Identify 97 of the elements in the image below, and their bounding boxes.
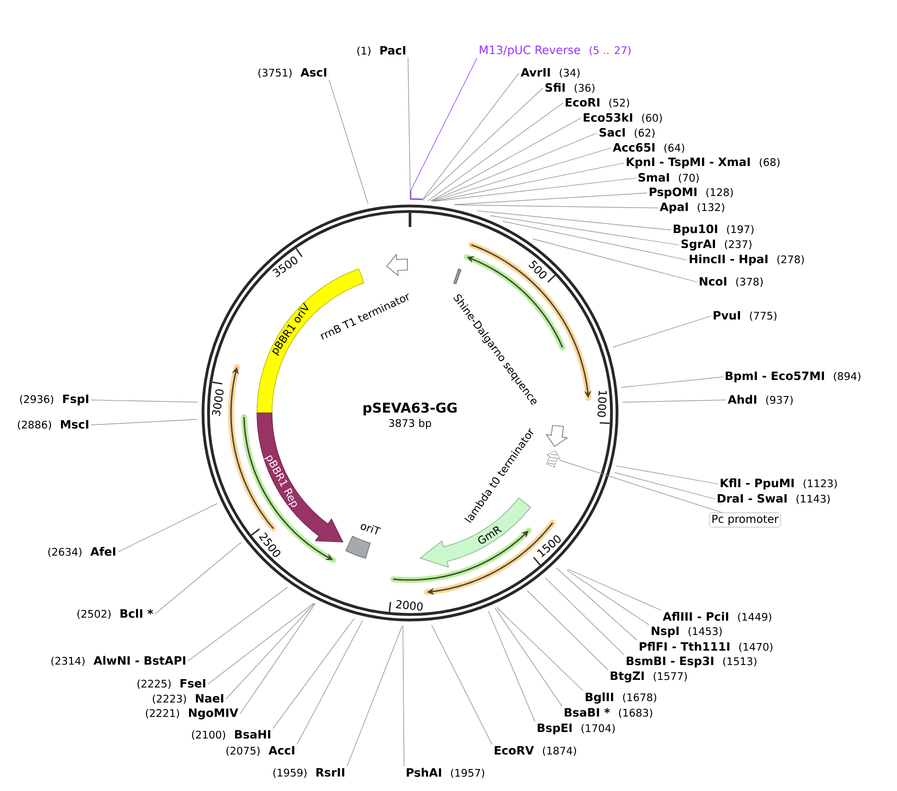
leader-line [490, 215, 680, 246]
site-label: (2314) AlwNI - BstAPI [51, 656, 186, 666]
site-label: BpmI - Eco57MI (894) [726, 372, 860, 382]
site-label: (2221) NgoMIV [146, 708, 238, 720]
site-label: M13/pUC Reverse (5 .. 27) [480, 46, 631, 56]
leader-line [434, 178, 636, 202]
site-label: BtgZI (1577) [610, 672, 687, 682]
leader-line [90, 400, 198, 402]
leader-line [154, 542, 242, 614]
leader-line [476, 210, 672, 230]
site-label: PvuI (775) [714, 311, 776, 321]
site-label: AhdI (937) [728, 394, 793, 406]
site-label: (2075) AccI [226, 746, 294, 756]
leader-line [431, 132, 598, 202]
leader-line [532, 238, 698, 282]
site-label: (2886) MscI [18, 420, 88, 430]
site-label: BspEI (1704) [538, 724, 615, 734]
site-label: HincII - HpaI (278) [690, 254, 804, 266]
leader-line [421, 72, 520, 201]
site-label: KflI - PpuMI (1123) [720, 478, 837, 490]
tick-label: 2000 [396, 600, 423, 611]
site-label: Bpu10I (197) [674, 224, 754, 236]
leader-line [432, 148, 612, 202]
leader-line [556, 568, 638, 641]
leader-line [240, 603, 316, 714]
leader-line [496, 607, 584, 691]
leader-line [208, 602, 314, 684]
tick-label: 3000 [212, 389, 224, 416]
leader-line [433, 162, 624, 202]
site-label: Eco53kI (60) [584, 112, 662, 124]
site-label: (2936) FspI [20, 394, 88, 406]
leader-line [408, 57, 411, 200]
site-label: BglII (1678) [586, 692, 656, 704]
site-label: Acc65I (64) [612, 143, 684, 153]
leader-line [527, 590, 608, 670]
leader-line [430, 118, 582, 202]
node-label: oriT [360, 524, 382, 534]
leader-line [494, 608, 562, 707]
leader-line [622, 400, 726, 402]
leader-line [616, 466, 718, 484]
site-label: (3751) AscI [258, 68, 326, 78]
site-label: BsaBI * (1683) [564, 708, 652, 718]
site-label: KpnI - TspMI - XmaI (68) [626, 158, 780, 168]
leader-line [502, 220, 688, 260]
leader-line [488, 610, 536, 722]
site-label: (2223) NaeI [152, 694, 224, 704]
leader-line [422, 88, 544, 201]
site-label: (1) PacI [357, 46, 406, 56]
promoter-feature [546, 450, 561, 468]
leader-line [346, 626, 403, 767]
sequence-length: 3873 bp [389, 418, 432, 430]
leader-line [612, 316, 712, 348]
leader-line [566, 570, 650, 626]
leader-line [454, 204, 658, 208]
leader-line [90, 419, 198, 426]
leader-line [296, 620, 363, 745]
leader-line [454, 192, 648, 205]
site-label: (2502) BclI * [77, 608, 154, 620]
leader-line [410, 58, 478, 192]
site-label: SfiI (36) [546, 82, 594, 94]
leader-line [328, 79, 368, 204]
site-label: SacI (62) [600, 128, 654, 138]
site-label: SgrAI (237) [682, 239, 752, 250]
site-label: SmaI (70) [638, 173, 699, 183]
leader-line [188, 586, 288, 662]
site-label: BsmBI - Esp3I (1513) [626, 656, 756, 668]
leader-line [226, 603, 315, 700]
site-label: EcoRI (52) [566, 98, 630, 108]
tick-label: 1000 [598, 390, 607, 417]
plasmid-name: pSEVA63-GG [364, 402, 457, 416]
leader-line [431, 624, 492, 745]
site-label: ApaI (132) [660, 202, 724, 214]
site-label: PspOMI (128) [650, 188, 733, 198]
site-label: NspI (1453) [652, 626, 722, 638]
site-label: AflIII - PciI (1449) [662, 612, 772, 622]
leader-line [272, 618, 354, 729]
leader-line [118, 503, 218, 552]
site-label: NcoI (378) [700, 277, 763, 287]
site-label: (2100) BsaHI [192, 730, 270, 740]
leader-line [614, 472, 716, 500]
leader-line [402, 626, 404, 767]
site-label: PflFI - Tth111I (1470) [640, 642, 772, 652]
site-label: EcoRV (1874) [494, 746, 576, 756]
feature-label: Pc promoter [709, 512, 781, 528]
feature-box: oriT [345, 524, 382, 559]
leader-line [568, 568, 662, 611]
site-label: AvrII (34) [520, 68, 580, 78]
site-label: (2225) FseI [138, 679, 206, 689]
tick-label: 500 [528, 260, 547, 278]
site-label: (1959) RsrII [273, 768, 344, 778]
site-label: PshAI (1957) [406, 768, 484, 778]
leader-line [558, 460, 722, 513]
leader-line [621, 376, 724, 388]
site-label: (2634) AfeI [48, 546, 116, 558]
site-label: DraI - SwaI (1143) [718, 494, 830, 504]
leader-line [544, 577, 624, 656]
leader-line [428, 102, 564, 202]
